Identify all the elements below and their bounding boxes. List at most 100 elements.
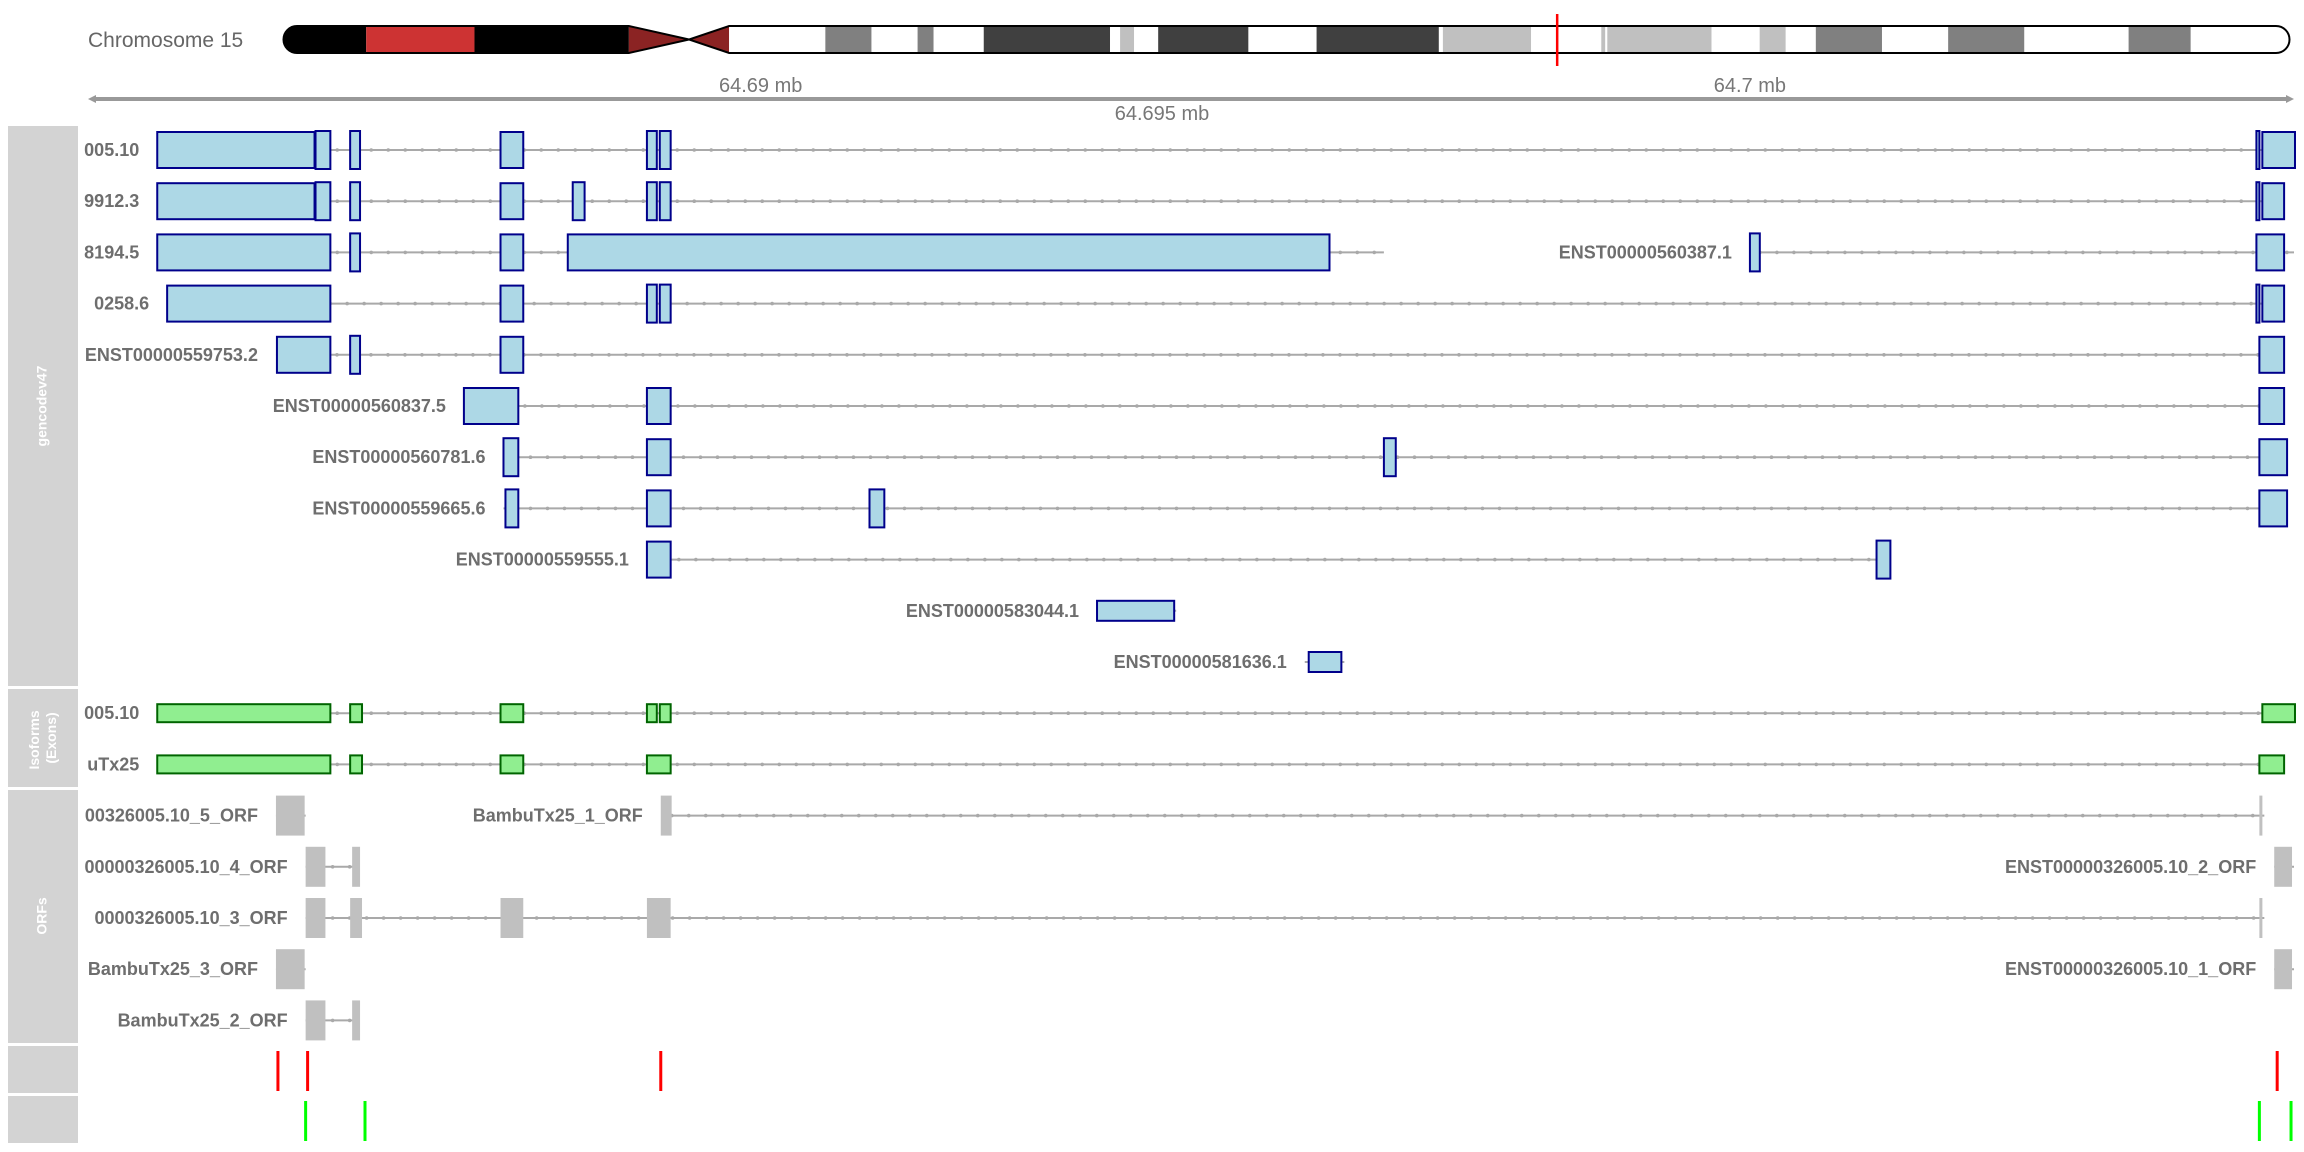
orf-block[interactable] <box>305 898 326 938</box>
exon-block[interactable] <box>314 130 332 170</box>
track-panel-green-markers[interactable] <box>8 1096 78 1143</box>
exon-block[interactable] <box>2258 438 2289 477</box>
exon-block[interactable] <box>1748 232 1761 273</box>
orf-block[interactable] <box>646 898 671 938</box>
exon-block[interactable] <box>499 131 525 169</box>
exon-block[interactable] <box>645 489 672 528</box>
orf-feature[interactable]: BambuTx25_2_ORF <box>118 1000 361 1041</box>
exon-block[interactable] <box>156 754 332 775</box>
exon-block[interactable] <box>645 181 658 222</box>
exon-block[interactable] <box>1307 651 1343 673</box>
exon-block[interactable] <box>156 182 316 221</box>
orf-block[interactable] <box>500 898 524 938</box>
exon-block[interactable] <box>566 233 1331 272</box>
transcript-feature[interactable]: 005.10 <box>84 130 2296 170</box>
chromosome-ideogram[interactable]: Chromosome 15 <box>88 14 2291 66</box>
exon-block[interactable] <box>645 283 658 324</box>
orf-block[interactable] <box>305 846 326 887</box>
transcript-feature[interactable]: 0258.6 <box>94 283 2286 324</box>
exon-block[interactable] <box>349 181 362 222</box>
track-panel-gencode[interactable]: gencodev47 <box>8 126 78 686</box>
transcript-feature[interactable]: uTx25 <box>87 754 2286 775</box>
transcript-feature[interactable]: 99912.3 <box>74 181 2286 222</box>
exon-block[interactable] <box>2255 181 2261 222</box>
exon-block[interactable] <box>645 754 672 775</box>
orf-block[interactable] <box>275 949 305 990</box>
exon-block[interactable] <box>2255 233 2286 272</box>
orf-block[interactable] <box>275 795 305 836</box>
exon-block[interactable] <box>1382 437 1397 478</box>
orf-block[interactable] <box>2274 846 2293 887</box>
exon-block[interactable] <box>156 131 316 169</box>
transcript-feature[interactable]: ENST00000559555.1 <box>456 539 1892 580</box>
exon-block[interactable] <box>499 182 525 221</box>
transcript-feature[interactable]: ENST00000560837.5 <box>273 387 2286 425</box>
exon-block[interactable] <box>462 387 520 425</box>
exon-block[interactable] <box>156 703 332 724</box>
exon-block[interactable] <box>349 232 362 273</box>
orf-feature[interactable]: ENST00000326005.10_1_ORF <box>2005 949 2294 990</box>
orf-block[interactable] <box>305 1000 326 1041</box>
orf-feature[interactable]: BambuTx25_1_ORF <box>473 795 2265 836</box>
exon-block[interactable] <box>156 233 332 272</box>
exon-block[interactable] <box>2258 387 2286 425</box>
track-panel-isoforms[interactable]: Isoforms (Exons) <box>8 689 78 787</box>
exon-block[interactable] <box>349 130 362 170</box>
exon-block[interactable] <box>166 284 332 323</box>
exon-block[interactable] <box>349 703 364 724</box>
exon-block[interactable] <box>2258 489 2289 528</box>
exon-block[interactable] <box>2255 283 2261 324</box>
exon-block[interactable] <box>2258 754 2286 775</box>
exon-block[interactable] <box>2261 703 2296 724</box>
exon-block[interactable] <box>2261 182 2286 221</box>
exon-block[interactable] <box>645 387 672 425</box>
exon-block[interactable] <box>499 754 525 775</box>
exon-block[interactable] <box>314 181 332 222</box>
exon-block[interactable] <box>658 181 672 222</box>
transcript-feature[interactable]: 005.10 <box>84 703 2296 724</box>
exon-block[interactable] <box>275 335 332 374</box>
exon-block[interactable] <box>645 540 672 579</box>
exon-block[interactable] <box>1875 539 1892 580</box>
orf-block[interactable] <box>2259 795 2263 836</box>
track-panel-red-markers[interactable] <box>8 1046 78 1093</box>
transcript-feature[interactable]: ENST00000559753.2 <box>85 334 2286 375</box>
exon-block[interactable] <box>645 130 658 170</box>
orf-block[interactable] <box>350 898 363 938</box>
exon-block[interactable] <box>499 284 525 323</box>
exon-block[interactable] <box>349 754 364 775</box>
transcript-feature[interactable]: ENST00000581636.1 <box>1114 651 1345 673</box>
orf-block[interactable] <box>660 795 672 836</box>
transcript-feature[interactable]: ENST00000559665.6 <box>312 488 2289 529</box>
exon-block[interactable] <box>2255 130 2261 170</box>
exon-block[interactable] <box>658 130 672 170</box>
orf-block[interactable] <box>352 846 361 887</box>
orf-feature[interactable]: ENST00000326005.10_2_ORF <box>2005 846 2294 887</box>
orf-feature[interactable]: 00000326005.10_4_ORF <box>84 846 361 887</box>
transcript-feature[interactable]: ENST00000583044.1 <box>906 599 1177 622</box>
orf-block[interactable] <box>2259 898 2263 938</box>
exon-block[interactable] <box>2261 284 2286 323</box>
exon-block[interactable] <box>658 283 672 324</box>
orf-block[interactable] <box>2274 949 2293 990</box>
exon-block[interactable] <box>868 488 886 529</box>
exon-block[interactable] <box>645 703 658 724</box>
exon-block[interactable] <box>658 703 672 724</box>
exon-block[interactable] <box>349 334 362 375</box>
exon-block[interactable] <box>571 181 586 222</box>
exon-block[interactable] <box>504 488 520 529</box>
transcript-feature[interactable]: ENST00000560781.6 <box>312 437 2289 478</box>
exon-block[interactable] <box>502 437 520 478</box>
orf-feature[interactable]: BambuTx25_3_ORF <box>88 949 306 990</box>
track-panel-orfs[interactable]: ORFs <box>8 790 78 1043</box>
exon-block[interactable] <box>499 703 525 724</box>
exon-block[interactable] <box>499 335 525 374</box>
exon-block[interactable] <box>2258 335 2286 374</box>
transcript-feature[interactable]: ENST00000560387.1 <box>1559 232 2294 273</box>
exon-block[interactable] <box>1096 599 1176 622</box>
exon-block[interactable] <box>645 438 672 477</box>
orf-block[interactable] <box>352 1000 361 1041</box>
exon-block[interactable] <box>2261 131 2296 169</box>
orf-feature[interactable]: 00326005.10_5_ORF <box>85 795 306 836</box>
orf-feature[interactable]: 0000326005.10_3_ORF <box>94 898 2265 938</box>
